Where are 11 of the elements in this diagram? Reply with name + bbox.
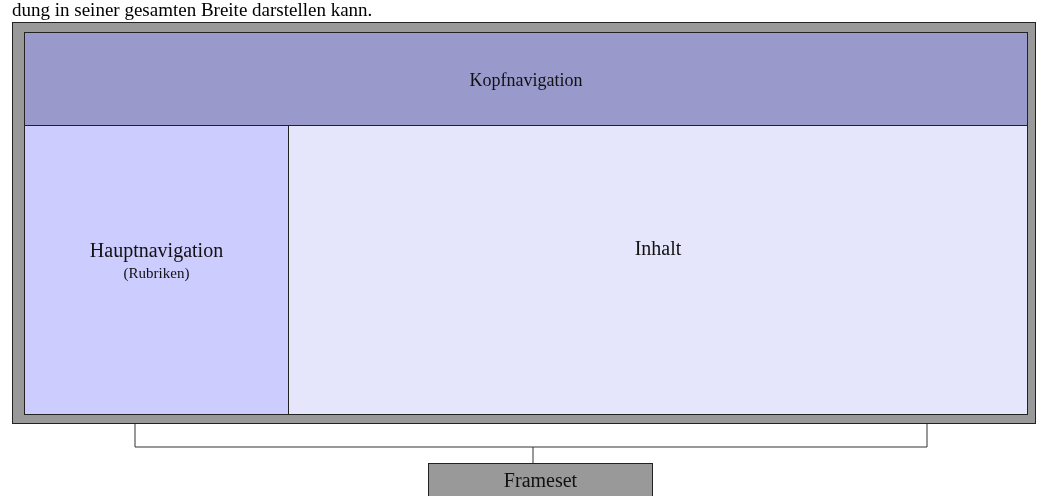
frame-title: Hauptnavigation (88, 239, 225, 262)
frame-subtitle: (Rubriken) (122, 265, 191, 282)
frame-title: Kopfnavigation (468, 70, 584, 91)
frame-title: Inhalt (633, 237, 683, 260)
frame-box (12, 22, 1036, 424)
frameset-box (428, 463, 653, 496)
sidebar-frame (24, 125, 289, 415)
header-frame (24, 32, 1028, 126)
body-text: dung in seiner gesamten Breite darstellen kann. (12, 0, 373, 20)
content-frame (288, 125, 1028, 415)
frame-title: Frameset (502, 469, 579, 492)
